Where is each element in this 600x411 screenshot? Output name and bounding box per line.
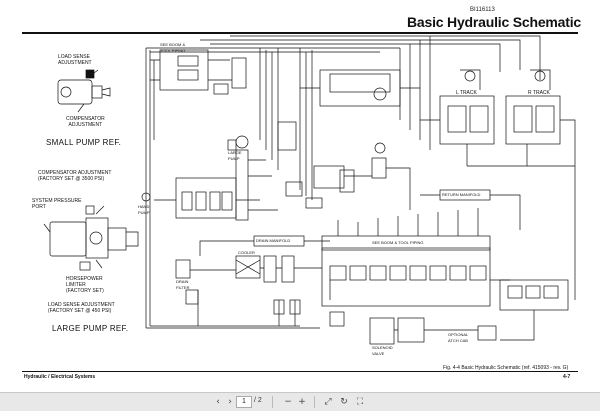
large-pump-label: LARGE PUMP bbox=[228, 150, 242, 161]
page-number: 4-7 bbox=[563, 374, 571, 380]
compensator-factory-label: COMPENSATOR ADJUSTMENT (FACTORY SET @ 35… bbox=[38, 170, 112, 182]
previous-page-icon[interactable]: ‹ bbox=[216, 397, 220, 407]
large-pump-drawing bbox=[43, 205, 139, 271]
return-manifold-label: RETURN MANIFOLD bbox=[442, 192, 481, 197]
left-track-label: L TRACK bbox=[456, 90, 477, 96]
large-pump-ref-label: LARGE PUMP REF. bbox=[52, 324, 129, 333]
drain-manifold-label: DRAIN MANIFOLD bbox=[256, 238, 291, 243]
sel-boom-mid-label: SEE BOOM & TOOL PIPING bbox=[372, 240, 424, 245]
zoom-out-icon[interactable]: − bbox=[284, 397, 292, 407]
cooler-label: COOLER bbox=[238, 250, 255, 255]
horsepower-limiter-label: HORSEPOWER LIMITER (FACTORY SET) bbox=[66, 276, 104, 294]
header-rule bbox=[22, 32, 578, 34]
sel-boom-top-label: SEE BOOM & TOOL PIPING bbox=[160, 42, 186, 53]
solenoid-valve-label: SOLENOID VALVE bbox=[372, 345, 393, 356]
zoom-in-icon[interactable]: + bbox=[298, 397, 306, 407]
figure-caption: Fig. 4-4 Basic Hydraulic Schematic (ref.… bbox=[443, 365, 569, 371]
rotate-icon[interactable]: ↻ bbox=[340, 397, 348, 407]
system-pressure-port-label: SYSTEM PRESSURE PORT bbox=[32, 198, 82, 210]
document-code: BI116113 bbox=[470, 7, 495, 13]
load-sense-factory-label: LOAD SENSE ADJUSTMENT (FACTORY SET @ 450… bbox=[48, 302, 115, 314]
load-sense-adjustment-label: LOAD SENSE ADJUSTMENT bbox=[58, 54, 92, 66]
footer-section: Hydraulic / Electrical Systems bbox=[24, 374, 96, 380]
toolbar-separator bbox=[272, 396, 273, 408]
page-number-input[interactable]: 1 bbox=[236, 396, 252, 408]
footer-rule bbox=[22, 371, 578, 372]
optional-attach-label: OPTIONAL ATCH CAB bbox=[448, 332, 469, 343]
next-page-icon[interactable]: › bbox=[228, 397, 232, 407]
small-pump-drawing bbox=[57, 69, 111, 113]
hand-pump-label: HAND PUMP bbox=[138, 204, 150, 215]
right-track-label: R TRACK bbox=[528, 90, 550, 96]
drain-filter-label: DRAIN FILTER bbox=[176, 279, 190, 290]
pdf-viewer-toolbar: ‹ › 1 / 2 − + ⤢ ↻ ⛶ bbox=[0, 392, 600, 411]
document-page: BI116113 Basic Hydraulic Schematic bbox=[22, 7, 582, 380]
fit-page-icon[interactable]: ⤢ bbox=[324, 397, 332, 407]
page-title: Basic Hydraulic Schematic bbox=[407, 14, 581, 30]
compensator-adjustment-label: COMPENSATOR ADJUSTMENT bbox=[66, 116, 105, 128]
toolbar-separator bbox=[314, 396, 315, 408]
small-pump-ref-label: SMALL PUMP REF. bbox=[46, 138, 122, 147]
hydraulic-schematic bbox=[43, 35, 576, 345]
page-count: / 2 bbox=[254, 397, 262, 404]
fullscreen-icon[interactable]: ⛶ bbox=[356, 397, 364, 407]
